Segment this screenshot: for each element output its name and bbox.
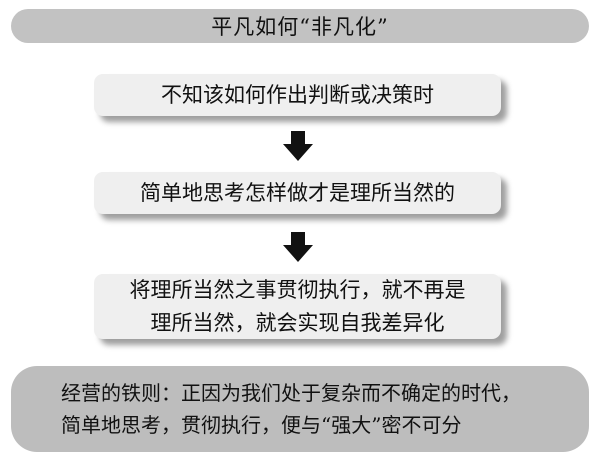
step-box-3: 将理所当然之事贯彻执行，就不再是 理所当然，就会实现自我差异化 [94,274,501,339]
summary-line-2: 简单地思考，贯彻执行，便与“强大”密不可分 [61,413,462,437]
step-3-text: 将理所当然之事贯彻执行，就不再是 理所当然，就会实现自我差异化 [130,274,466,340]
title-banner: 平凡如何“非凡化” [11,9,589,43]
step-box-2: 简单地思考怎样做才是理所当然的 [94,172,501,214]
summary-box: 经营的铁则：正因为我们处于复杂而不确定的时代， 简单地思考，贯彻执行，便与“强大… [11,366,589,452]
step-2-text: 简单地思考怎样做才是理所当然的 [140,180,455,205]
step-1-text: 不知该如何作出判断或决策时 [161,82,434,107]
step-3-line-1: 将理所当然之事贯彻执行，就不再是 [129,277,466,302]
diagram-title: 平凡如何“非凡化” [211,15,389,39]
step-box-1: 不知该如何作出判断或决策时 [94,74,501,116]
step-3-line-2: 理所当然，就会实现自我差异化 [150,310,445,335]
summary-line-1: 经营的铁则：正因为我们处于复杂而不确定的时代， [61,381,521,405]
down-arrow-icon [283,232,313,262]
down-arrow-icon [283,131,313,161]
